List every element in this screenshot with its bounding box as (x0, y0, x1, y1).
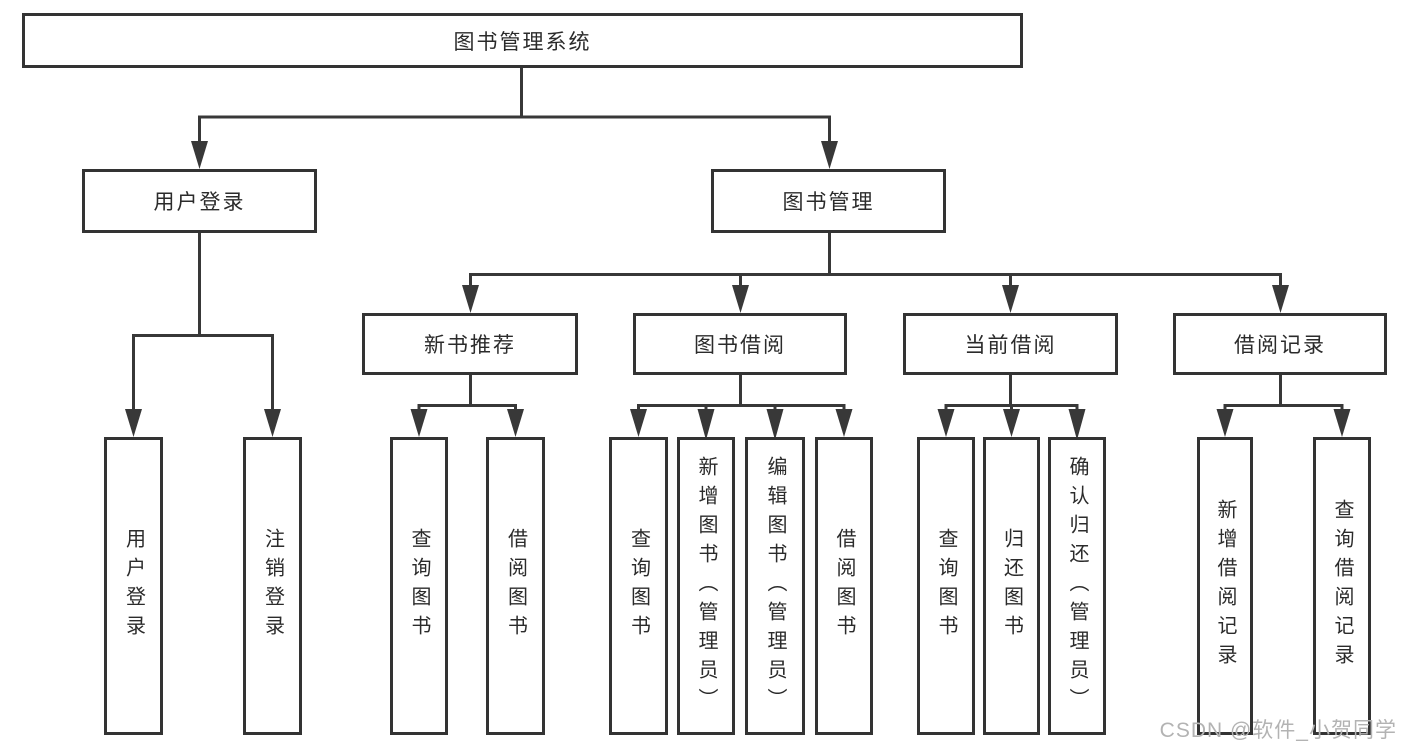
leaf-records-add-borrow-record: 新增借阅记录 (1197, 437, 1253, 735)
node-label: 用户登录 (122, 528, 145, 644)
node-label: 注销登录 (261, 528, 284, 644)
node-label: 查询借阅记录 (1331, 499, 1353, 673)
node-label: 查询图书 (935, 528, 957, 644)
leaf-current-confirm-return-admin: 确认归还（管理员） (1048, 437, 1106, 735)
node-label: 新增图书（管理员） (695, 455, 717, 717)
node-borrowing-records: 借阅记录 (1173, 313, 1387, 375)
node-root-library-management-system: 图书管理系统 (22, 13, 1023, 68)
csdn-watermark: CSDN @软件_小贺同学 (1159, 719, 1397, 742)
node-label: 新书推荐 (424, 334, 516, 357)
node-label: 借阅图书 (504, 528, 527, 644)
leaf-current-return-books: 归还图书 (983, 437, 1040, 735)
node-label: 编辑图书（管理员） (764, 455, 786, 717)
node-label: 新增借阅记录 (1214, 499, 1236, 673)
leaf-current-query-books: 查询图书 (917, 437, 975, 735)
leaf-logout-login: 注销登录 (243, 437, 302, 735)
node-label: 借阅图书 (833, 528, 855, 644)
node-new-book-recommendation: 新书推荐 (362, 313, 578, 375)
node-current-borrowing: 当前借阅 (903, 313, 1118, 375)
leaf-borrow-borrow-books: 借阅图书 (815, 437, 873, 735)
leaf-borrow-add-books-admin: 新增图书（管理员） (677, 437, 735, 735)
node-label: 用户登录 (153, 191, 246, 214)
node-user-login: 用户登录 (82, 169, 317, 233)
leaf-user-login: 用户登录 (104, 437, 163, 735)
node-label: 当前借阅 (964, 334, 1057, 357)
leaf-records-query-borrow-record: 查询借阅记录 (1313, 437, 1371, 735)
node-label: 图书管理系统 (453, 30, 592, 54)
node-label: 借阅记录 (1234, 334, 1326, 357)
node-book-management: 图书管理 (711, 169, 946, 233)
node-label: 查询图书 (627, 528, 650, 644)
node-label: 查询图书 (408, 528, 430, 644)
leaf-newbook-borrow-books: 借阅图书 (486, 437, 545, 735)
node-book-borrowing: 图书借阅 (633, 313, 847, 375)
node-label: 图书管理 (782, 191, 875, 214)
leaf-borrow-edit-books-admin: 编辑图书（管理员） (745, 437, 805, 735)
node-label: 确认归还（管理员） (1066, 455, 1088, 717)
leaf-borrow-query-books: 查询图书 (609, 437, 668, 735)
node-label: 图书借阅 (694, 334, 786, 357)
node-label: 归还图书 (1000, 528, 1023, 644)
leaf-newbook-query-books: 查询图书 (390, 437, 448, 735)
